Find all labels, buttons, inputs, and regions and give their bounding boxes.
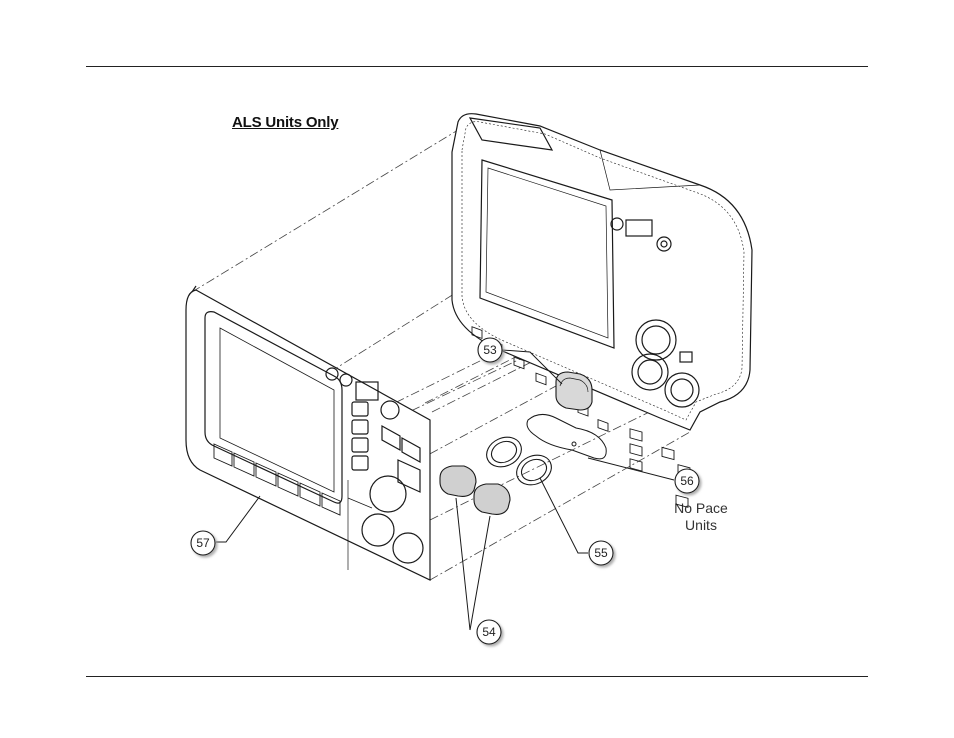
callout-55-label: 55 xyxy=(594,546,608,560)
callout-55: 55 xyxy=(589,541,613,565)
callout-54: 54 xyxy=(477,620,501,644)
part-55-rings xyxy=(482,432,556,491)
callout-53-label: 53 xyxy=(483,343,497,357)
callout-56: 56 xyxy=(675,469,699,493)
part-54-knobs xyxy=(440,466,510,514)
rear-housing xyxy=(452,114,752,508)
part-53-knob xyxy=(556,372,592,410)
front-bezel xyxy=(186,286,430,580)
callout-53: 53 xyxy=(478,338,502,362)
callout-57-label: 57 xyxy=(196,536,210,550)
part-56-gasket xyxy=(527,414,606,458)
callout-57: 57 xyxy=(191,531,215,555)
callout-54-label: 54 xyxy=(482,625,496,639)
callout-56-label: 56 xyxy=(680,474,694,488)
